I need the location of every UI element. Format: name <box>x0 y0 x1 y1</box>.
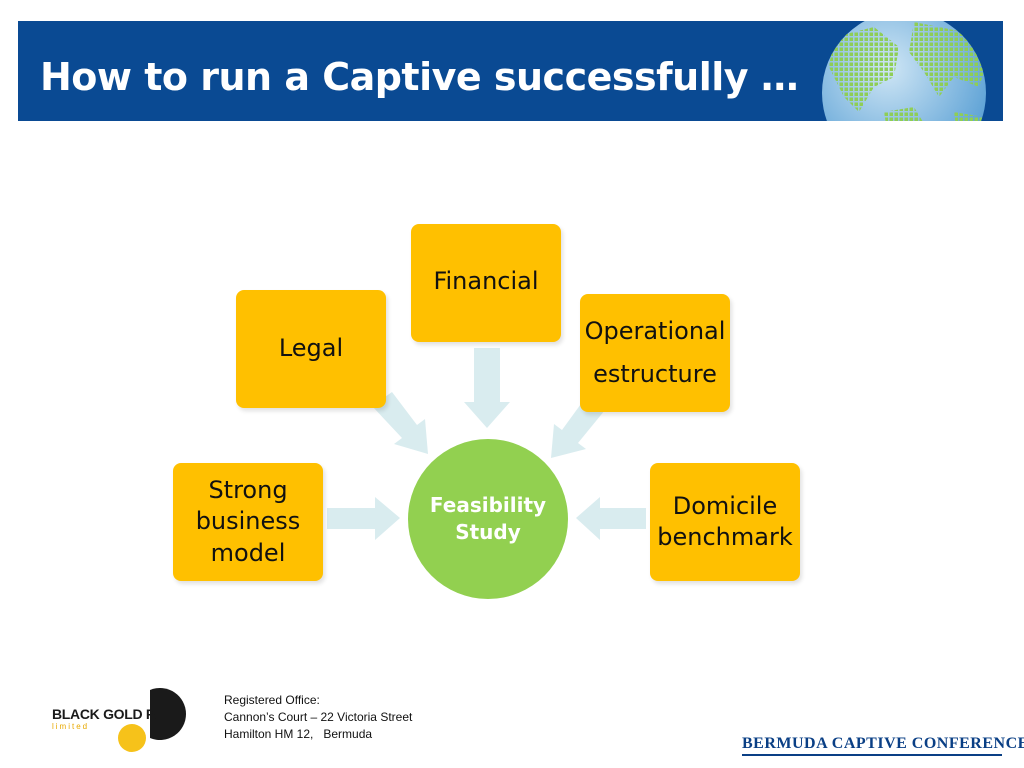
address-line3: Hamilton HM 12, Bermuda <box>224 727 373 741</box>
conference-underline <box>742 754 1002 756</box>
node-financial-label: Financial <box>433 267 539 295</box>
center-line1: Feasibility <box>429 493 547 517</box>
address-line2: Cannon’s Court – 22 Victoria Street <box>224 710 413 724</box>
node-strong-business-line2: business <box>195 507 301 536</box>
node-domicile: Domicile benchmark <box>650 463 800 581</box>
arrow-from-financial <box>464 348 510 428</box>
globe-icon <box>822 21 986 121</box>
node-domicile-line2: benchmark <box>657 523 793 551</box>
slide-title: How to run a Captive successfully … <box>40 55 799 99</box>
node-financial: Financial <box>411 224 561 342</box>
logo-text: BLACK GOLD RE <box>52 706 165 722</box>
node-strong-business: Strong business model <box>173 463 323 581</box>
logo-shape-icon <box>118 688 186 752</box>
logo-subtext: limited <box>52 722 90 731</box>
address-line1: Registered Office: <box>224 693 320 707</box>
node-domicile-line1: Domicile <box>672 491 778 520</box>
company-logo: BLACK GOLD RE limited <box>48 688 208 754</box>
node-operational-line1: Operational <box>584 316 726 345</box>
arrow-from-legal <box>372 392 428 454</box>
conference-logo: BERMUDA CAPTIVE CONFERENCE <box>742 735 1024 752</box>
registered-address: Registered Office: Cannon’s Court – 22 V… <box>224 692 412 743</box>
node-operational-line2: estructure <box>593 360 717 388</box>
arrow-from-domicile <box>576 497 646 540</box>
node-feasibility-study: Feasibility Study <box>408 439 568 599</box>
arrow-from-strong-business <box>327 497 400 540</box>
node-operational: Operational estructure <box>580 294 730 412</box>
node-strong-business-line3: model <box>210 538 286 567</box>
node-legal-label: Legal <box>278 334 344 363</box>
arrow-from-operational <box>551 397 605 458</box>
center-line2: Study <box>455 520 521 544</box>
node-legal: Legal <box>236 290 386 408</box>
slide-header: How to run a Captive successfully … <box>18 21 1003 121</box>
node-strong-business-line1: Strong <box>208 476 288 505</box>
